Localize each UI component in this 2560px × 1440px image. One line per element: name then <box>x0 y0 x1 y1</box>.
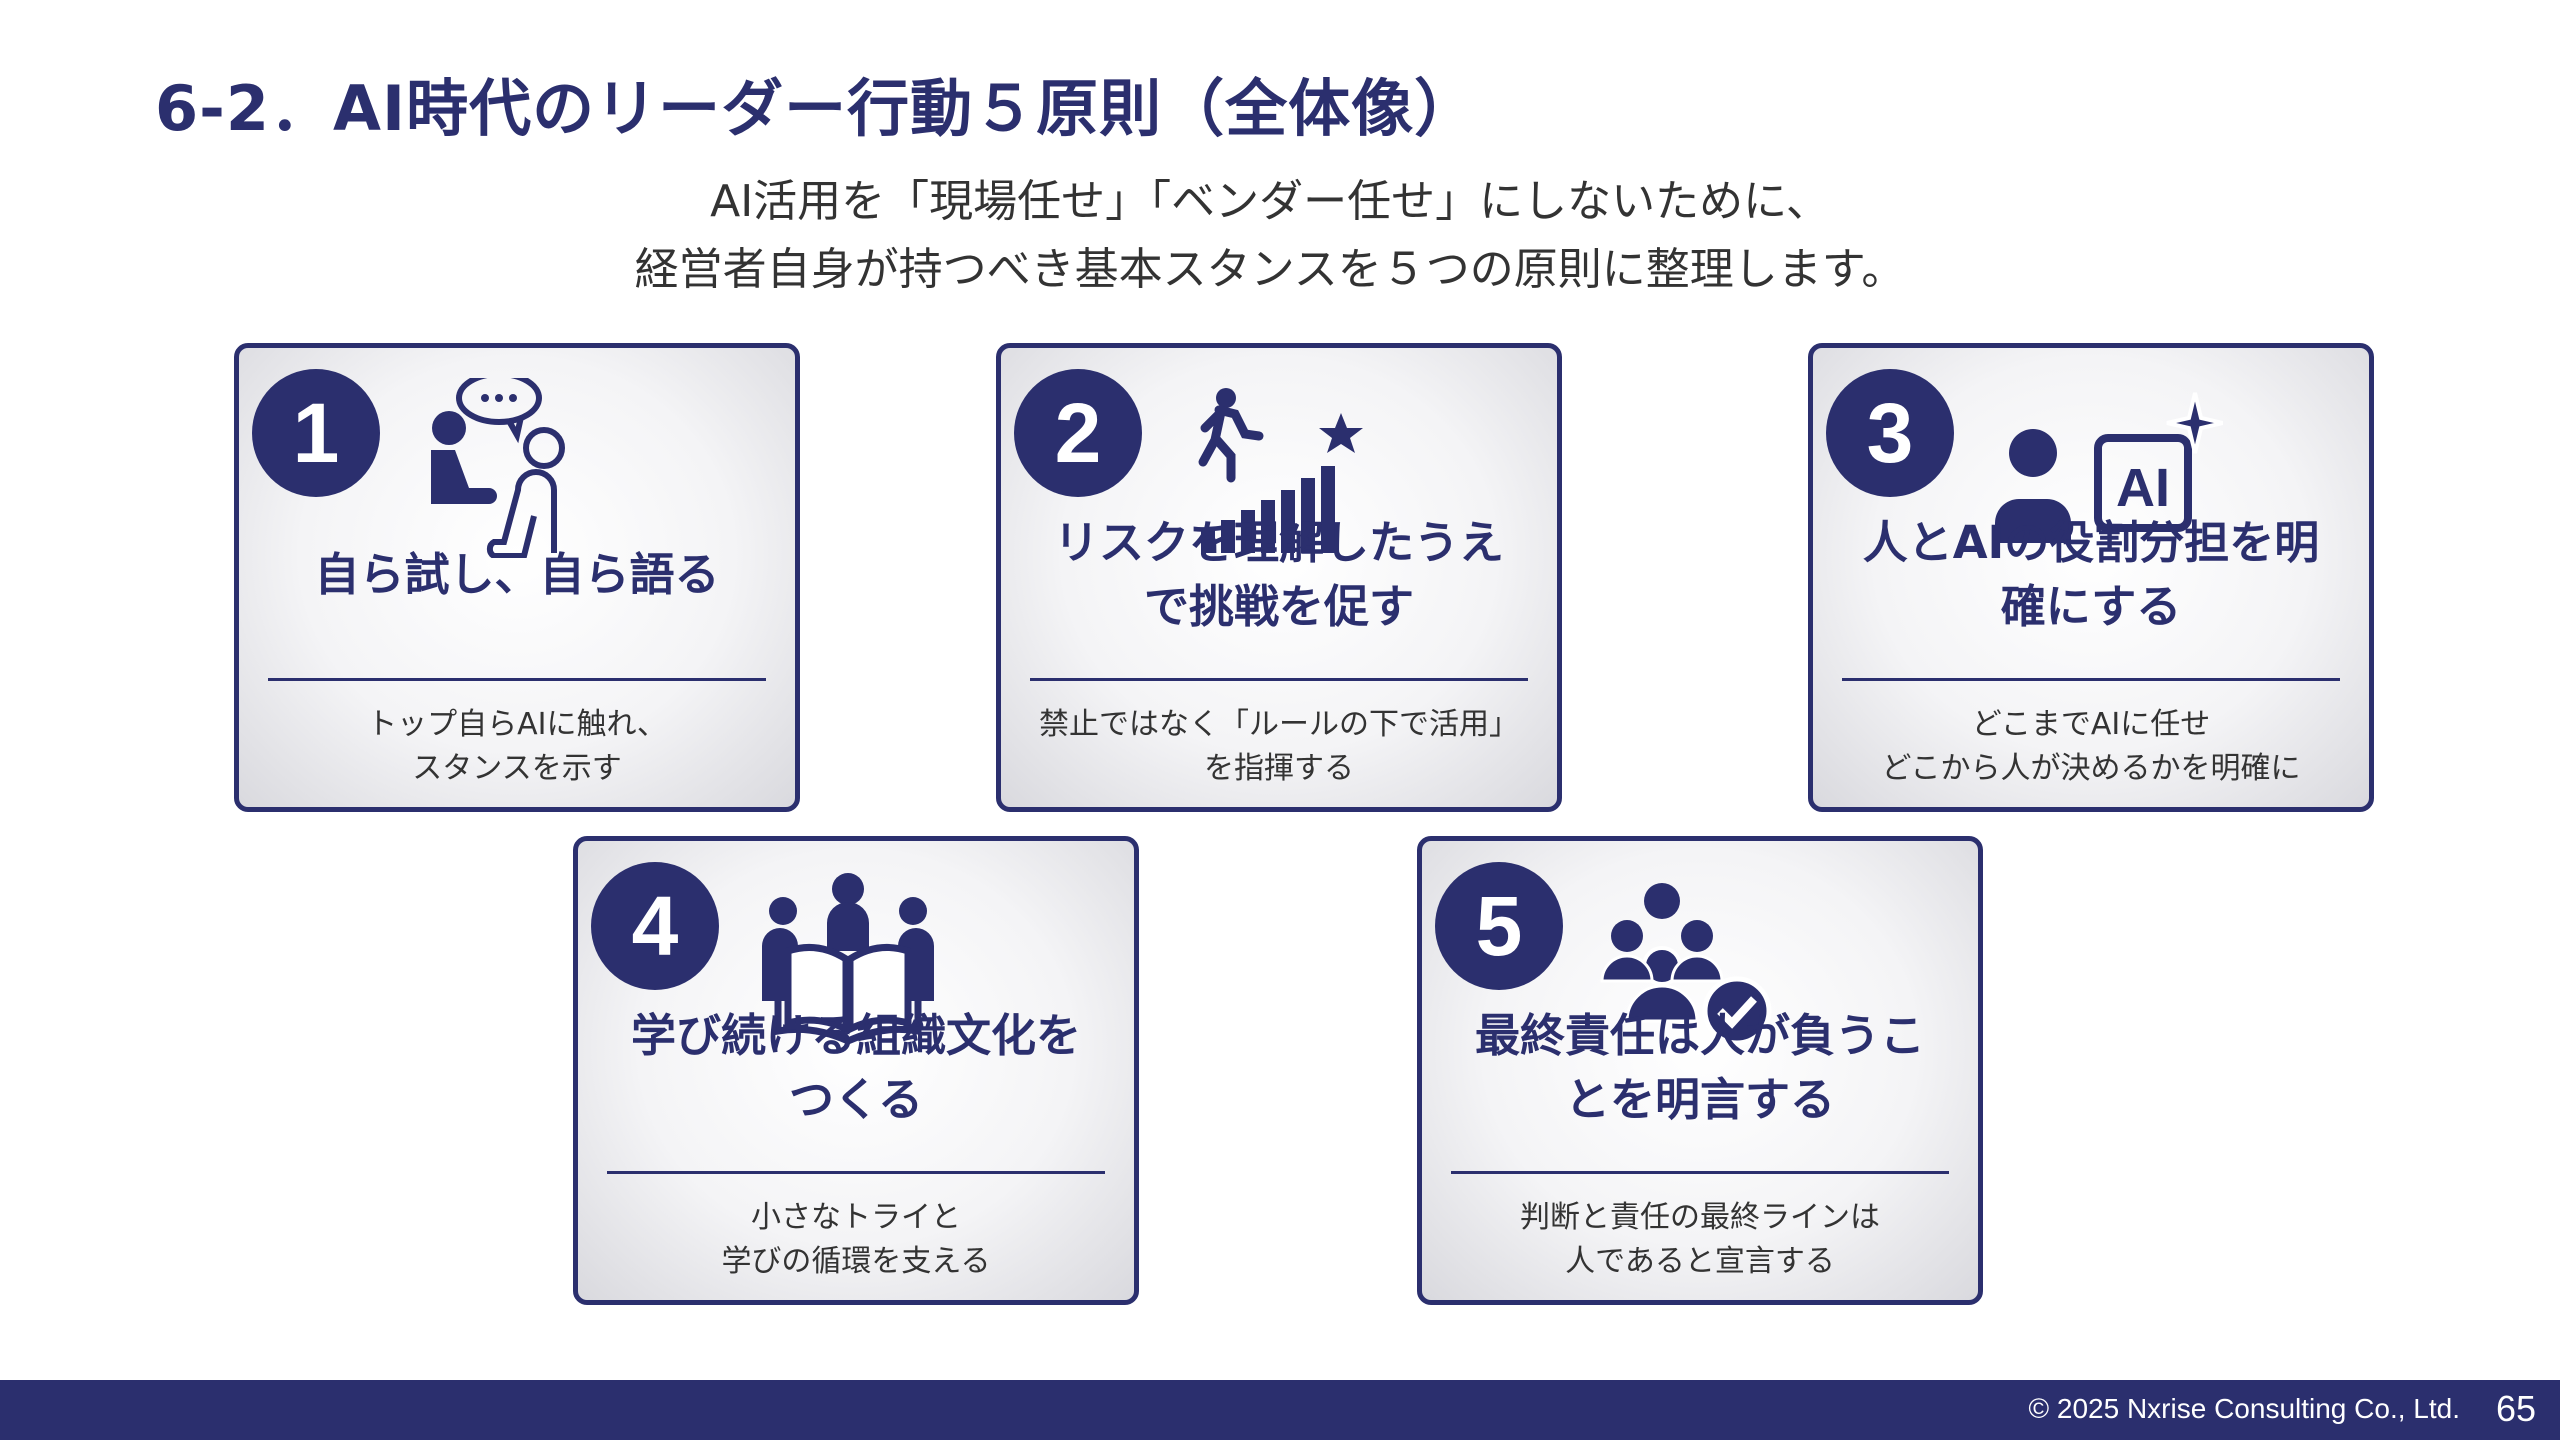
conversation-icon <box>431 378 565 558</box>
principle-card-5: 5 最終責任は人が負うことを明言する 判断と責任の最終ラインは人であると宣言する <box>1417 836 1983 1305</box>
card-description: トップ自らAIに触れ、スタンスを示す <box>367 707 667 786</box>
card-description: 小さなトライと学びの循環を支える <box>721 1200 991 1279</box>
page-number: 65 <box>2495 1388 2536 1429</box>
card-description: どこまでAIに任せどこから人が決めるかを明確に <box>1881 707 2301 786</box>
divider <box>1842 678 2340 681</box>
number-badge: 5 <box>1435 862 1563 990</box>
card-title: 最終責任は人が負うことを明言する <box>1474 1009 1925 1126</box>
divider <box>607 1171 1105 1174</box>
principle-card-2: 2 リスクを理解したうえで挑戦を促す 禁止ではなく「ルールの下で活用」を指揮する <box>996 343 1562 812</box>
group-book-icon <box>762 873 934 1045</box>
page-title: 6-2．AI時代のリーダー行動５原則（全体像） <box>155 72 1478 145</box>
group-check-icon <box>1600 883 1772 1046</box>
person-ai-icon: AI <box>1995 392 2223 543</box>
card-description: 判断と責任の最終ラインは人であると宣言する <box>1520 1200 1880 1279</box>
card-description: 禁止ではなく「ルールの下で活用」を指揮する <box>1039 707 1519 786</box>
subtitle-line-1: AI活用を「現場任せ」「ベンダー任せ」にしないために、 <box>710 176 1830 227</box>
climbing-stairs-star-icon <box>1198 388 1363 553</box>
card-title: リスクを理解したうえで挑戦を促す <box>1053 516 1504 633</box>
svg-text:AI: AI <box>2116 458 2170 518</box>
principle-card-3: 3 AI 人とAIの役割分担を明確にする どこまでAIに任せどこから人が決めるか… <box>1808 343 2374 812</box>
card-title: 学び続ける組織文化をつくる <box>630 1009 1081 1126</box>
number-badge: 4 <box>591 862 719 990</box>
number-badge: 1 <box>252 369 380 497</box>
number-badge: 2 <box>1014 369 1142 497</box>
principle-card-4: 4 学び続ける組織文化をつくる 小さなトライと学びの循環を支える <box>573 836 1139 1305</box>
card-title: 人とAIの役割分担を明確にする <box>1862 516 2320 633</box>
principle-card-1: 1 自ら試し、自ら語る トップ自らAIに触れ、スタンスを示す <box>234 343 800 812</box>
copyright: © 2025 Nxrise Consulting Co., Ltd. <box>2028 1393 2460 1424</box>
number-badge: 3 <box>1826 369 1954 497</box>
divider <box>268 678 766 681</box>
footer-bar: © 2025 Nxrise Consulting Co., Ltd. 65 <box>0 1380 2560 1440</box>
subtitle-line-2: 経営者自身が持つべき基本スタンスを５つの原則に整理します。 <box>634 244 1906 295</box>
divider <box>1451 1171 1949 1174</box>
card-title: 自ら試し、自ら語る <box>314 548 720 601</box>
divider <box>1030 678 1528 681</box>
